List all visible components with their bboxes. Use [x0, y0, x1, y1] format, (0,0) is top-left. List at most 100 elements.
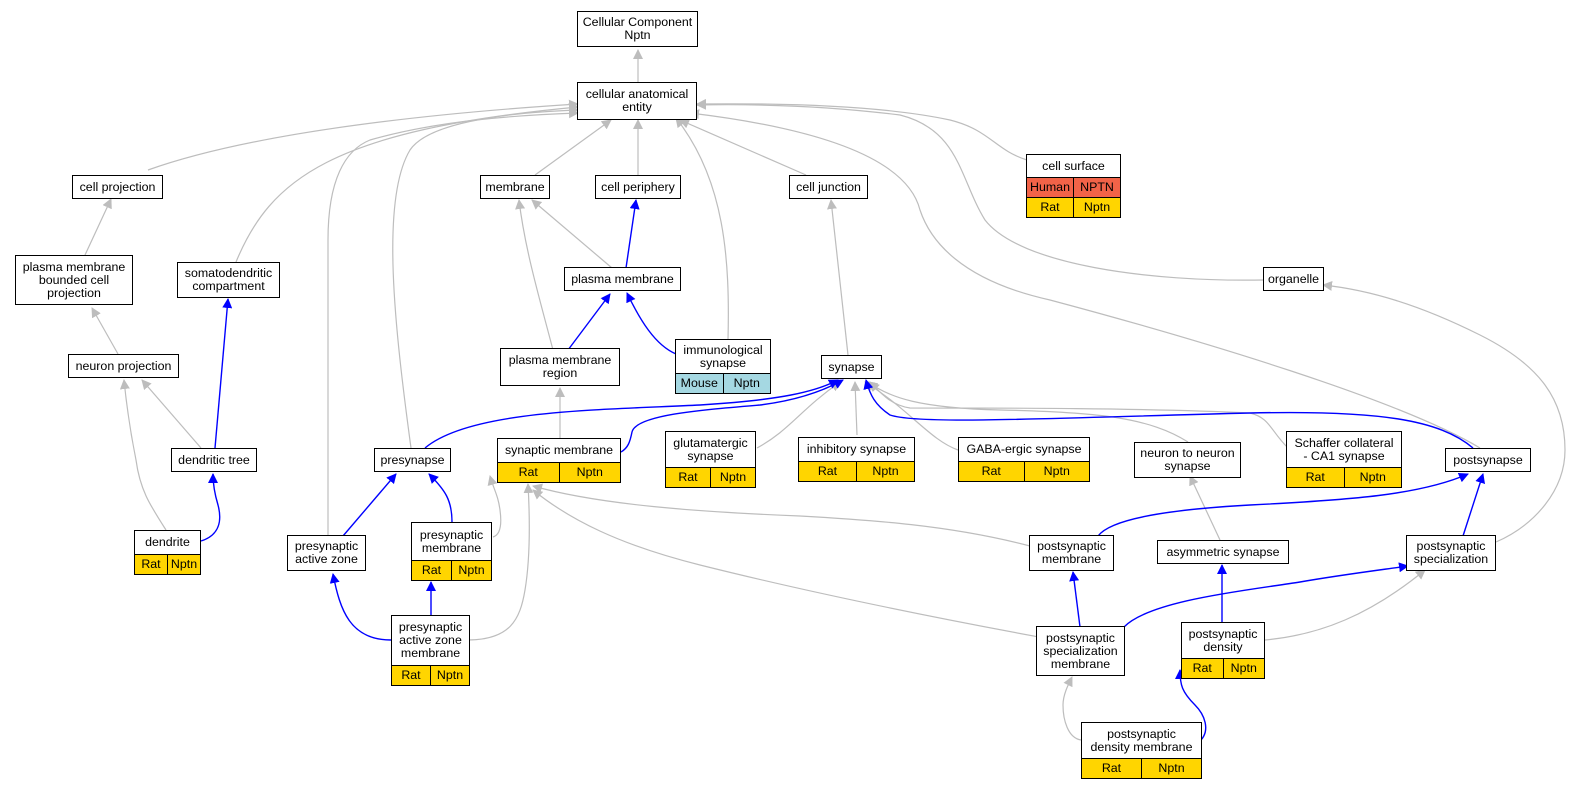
node-presynapse[interactable]: presynapse: [374, 448, 451, 472]
gene-cell: Nptn: [1222, 659, 1265, 678]
edge-postspec-to-postsynapse: [1462, 473, 1485, 537]
node-label: presynaptic membrane: [419, 527, 484, 555]
node-label: postsynaptic specialization membrane: [1043, 630, 1118, 671]
node-label: glutamatergic synapse: [673, 435, 748, 463]
edge-presynapse-to-synapse: [424, 379, 839, 449]
node-label: dendritic tree: [178, 452, 250, 467]
edge-premem-to-synmem: [487, 475, 502, 538]
edge-postmem-to-postsynapse: [1097, 473, 1469, 537]
edge-postspecmem-to-postmem: [1069, 571, 1081, 628]
node-synapse[interactable]: synapse: [821, 355, 882, 379]
edge-dendrite-to-neuronproj: [119, 379, 167, 531]
edge-pmregion-to-plasmamem: [567, 293, 611, 351]
edge-psdmem-to-postspecmem: [1062, 676, 1082, 741]
edge-preaz-to-cae: [327, 108, 579, 536]
edge-organelle-to-cae: [696, 99, 1264, 281]
node-dendtree[interactable]: dendritic tree: [171, 448, 257, 472]
species-cell: Rat: [141, 557, 161, 571]
node-label: postsynaptic membrane: [1037, 539, 1106, 566]
edge-schaffer-to-synapse: [869, 381, 1289, 449]
node-pmregion[interactable]: plasma membrane region: [500, 348, 620, 386]
node-cellproj[interactable]: cell projection: [72, 175, 163, 199]
node-celljunc[interactable]: cell junction: [789, 175, 868, 199]
node-label: cell surface: [1042, 158, 1105, 173]
node-membrane[interactable]: membrane: [480, 175, 550, 199]
node-label: cell projection: [79, 179, 156, 194]
species-cell: Rat: [678, 470, 698, 484]
edge-postspecmem-to-postspec: [1123, 562, 1409, 628]
edge-postmem-to-synmem: [532, 483, 1031, 547]
species-cell: Rat: [1040, 200, 1060, 214]
node-label: membrane: [485, 179, 545, 194]
node-postspecmem[interactable]: postsynaptic specialization membrane: [1036, 626, 1125, 676]
edge-dendtree-to-somato: [214, 298, 233, 449]
gene-cell: Nptn: [558, 463, 621, 482]
edge-cellproj-to-cae: [147, 99, 579, 171]
gene-cell: Nptn: [451, 561, 491, 580]
node-n2n[interactable]: neuron to neuron synapse: [1134, 442, 1241, 478]
node-label: cellular anatomical entity: [585, 87, 689, 114]
species-cell: Rat: [981, 464, 1001, 478]
gene-cell: Nptn: [710, 468, 755, 487]
edge-postspecmem-to-synmem: [532, 489, 1040, 638]
node-neuronproj[interactable]: neuron projection: [68, 354, 179, 378]
edge-dendtree-to-neuronproj: [141, 379, 202, 449]
edge-postsynapse-to-cae: [689, 109, 1481, 449]
edge-glut-to-synapse: [756, 381, 841, 449]
node-plasmamem[interactable]: plasma membrane: [564, 267, 681, 291]
edge-dendrite-to-dendtree: [200, 473, 221, 542]
node-pmbcp[interactable]: plasma membrane bounded cell projection: [15, 255, 133, 305]
species-cell: Mouse: [680, 376, 718, 390]
species-cell: Rat: [1305, 470, 1325, 484]
gene-cell: Nptn: [856, 462, 914, 481]
node-somato[interactable]: somatodendritic compartment: [177, 262, 280, 298]
node-asym[interactable]: asymmetric synapse: [1157, 540, 1289, 564]
node-label: inhibitory synapse: [806, 442, 907, 456]
node-label: presynapse: [380, 452, 445, 467]
node-root[interactable]: Cellular Component Nptn: [577, 11, 698, 47]
node-label: postsynaptic density: [1188, 626, 1258, 654]
node-label: cell junction: [796, 179, 861, 194]
gene-cell: Nptn: [167, 555, 200, 574]
node-label: postsynaptic specialization: [1413, 539, 1489, 566]
node-cae[interactable]: cellular anatomical entity: [577, 82, 697, 120]
edge-neuronproj-to-pmbcp: [91, 307, 119, 355]
gene-cell: Nptn: [1141, 759, 1201, 778]
node-organelle[interactable]: organelle: [1263, 267, 1324, 291]
edge-preazmem-to-synmem: [466, 483, 534, 641]
species-cell: Human: [1030, 180, 1070, 194]
node-label: somatodendritic compartment: [184, 266, 273, 293]
edge-psdmem-to-psd: [1175, 669, 1207, 741]
node-postspec[interactable]: postsynaptic specialization: [1406, 535, 1496, 571]
node-postsynapse[interactable]: postsynapse: [1445, 448, 1531, 472]
edge-synmem-to-synapse: [620, 379, 844, 453]
annotation-row: Rat Nptn: [666, 467, 755, 487]
node-postmem[interactable]: postsynaptic membrane: [1029, 535, 1114, 571]
node-preaz[interactable]: presynaptic active zone: [287, 535, 366, 571]
node-label: neuron projection: [75, 358, 172, 373]
node-cellperiph[interactable]: cell periphery: [595, 175, 681, 199]
edge-synapse-to-celljunc: [827, 199, 849, 356]
